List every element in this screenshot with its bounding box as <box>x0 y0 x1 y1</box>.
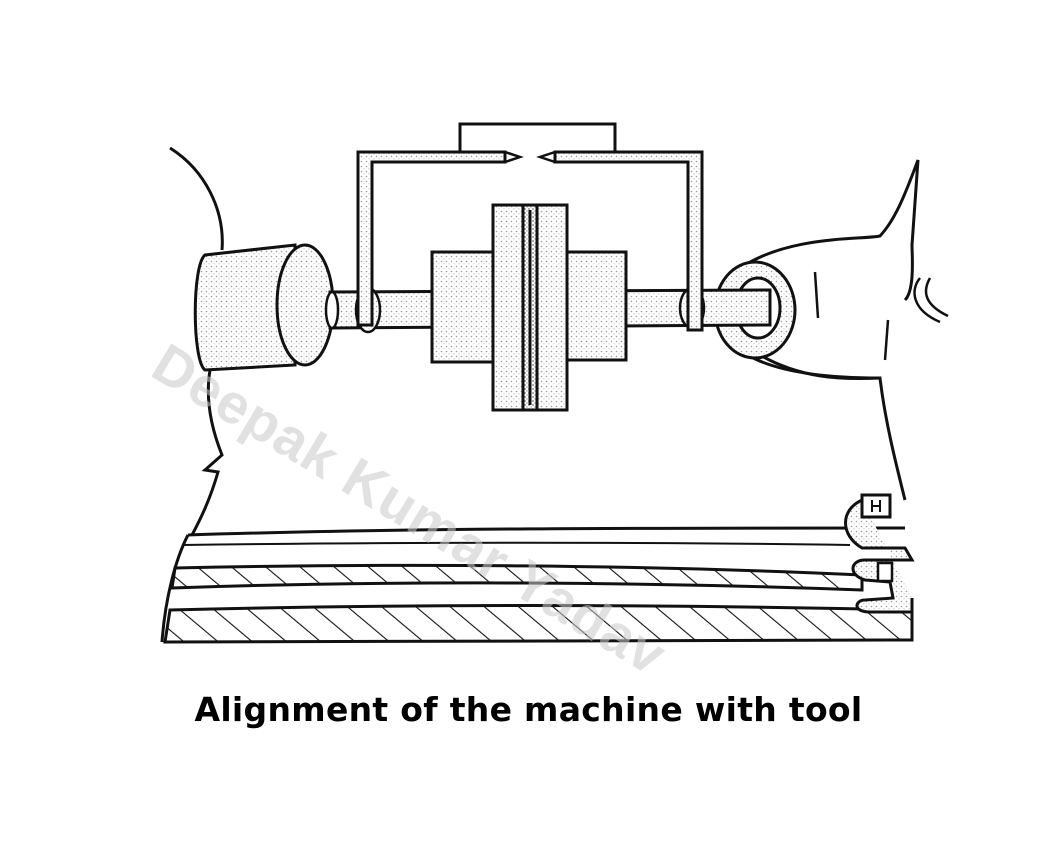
left-hub <box>430 250 496 364</box>
tailstock <box>713 159 949 380</box>
machine-body-left-outline <box>169 146 224 536</box>
right-hub <box>564 250 628 362</box>
clamp-bolt <box>844 493 915 614</box>
bed-top-line <box>187 526 906 537</box>
bed-second-line <box>181 541 851 546</box>
bed-left-edge <box>160 534 190 643</box>
coupling-flanges <box>491 203 569 412</box>
bed-rail-upper <box>170 563 864 592</box>
left-chuck <box>193 243 335 372</box>
figure-canvas: Deepak Kumar Yadav Alignment of the mach… <box>142 122 949 729</box>
bed-rail-lower <box>163 604 914 644</box>
figure-caption: Alignment of the machine with tool <box>194 690 863 729</box>
machine-diagram <box>160 122 949 644</box>
dial-indicator-bracket <box>356 122 704 332</box>
